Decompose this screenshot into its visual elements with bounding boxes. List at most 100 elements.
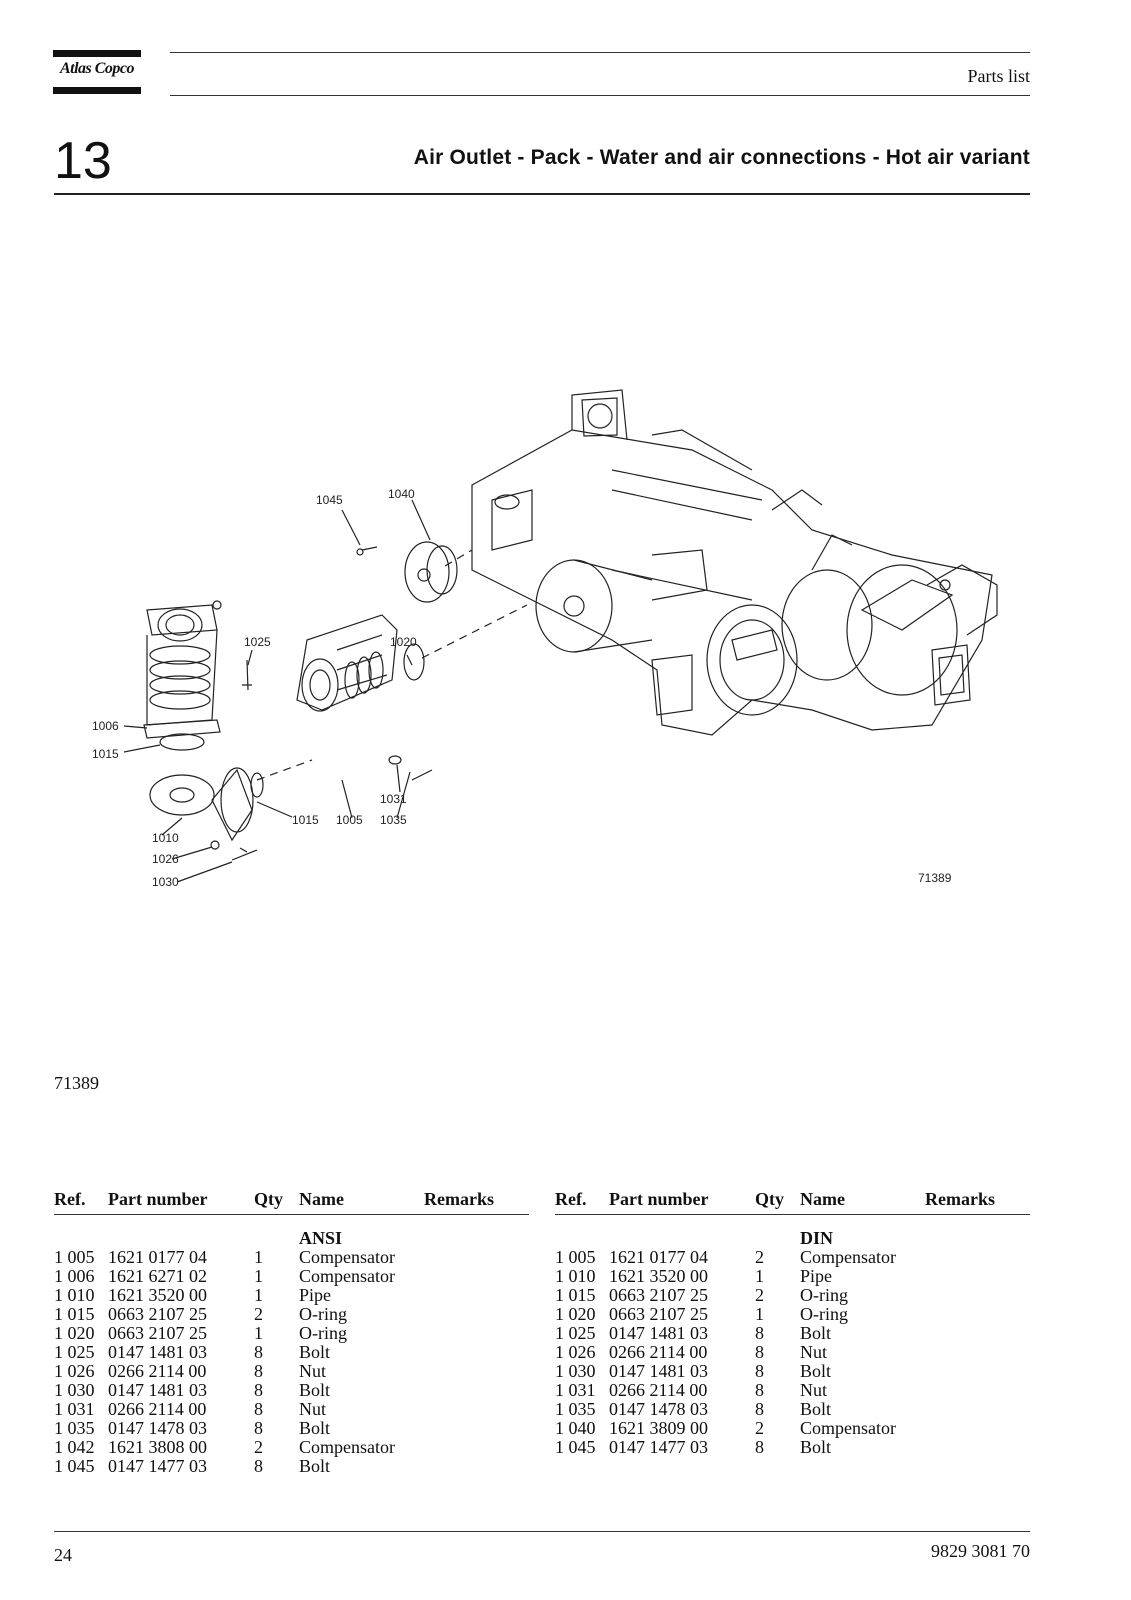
cell-ref: 1 020 [54, 1323, 95, 1343]
cell-ref: 1 030 [555, 1361, 596, 1381]
cell-ref: 1 005 [54, 1247, 95, 1267]
cell-ref: 1 045 [54, 1456, 95, 1476]
cell-name: Nut [800, 1342, 827, 1362]
cell-part-number: 0147 1477 03 [108, 1456, 207, 1476]
callout-1006: 1006 [92, 719, 119, 733]
cell-name: Bolt [299, 1342, 331, 1362]
cell-ref: 1 025 [555, 1323, 596, 1343]
cell-qty: 1 [254, 1323, 263, 1343]
logo-bar-bottom [53, 87, 141, 94]
section-title: Air Outlet - Pack - Water and air connec… [413, 146, 1030, 169]
cell-part-number: 1621 0177 04 [108, 1247, 207, 1267]
cell-name: Bolt [800, 1437, 832, 1457]
col-header-remarks: Remarks [424, 1189, 494, 1209]
cell-part-number: 0266 2114 00 [609, 1342, 708, 1362]
cell-qty: 1 [755, 1266, 764, 1286]
table-row: 1 015 0663 2107 25 2 O-ring [555, 1286, 1030, 1305]
cell-part-number: 0147 1481 03 [609, 1361, 708, 1381]
callout-1020: 1020 [390, 635, 417, 649]
cell-qty: 2 [755, 1285, 764, 1305]
cell-name: O-ring [299, 1304, 347, 1324]
cell-name: Pipe [299, 1285, 332, 1305]
cell-name: O-ring [800, 1304, 848, 1324]
cell-part-number: 0147 1481 03 [108, 1380, 207, 1400]
cell-ref: 1 005 [555, 1247, 596, 1267]
table-header-rule [54, 1214, 529, 1215]
cell-name: Bolt [800, 1323, 832, 1343]
drawing-number: 71389 [918, 871, 952, 885]
cell-name: O-ring [800, 1285, 848, 1305]
figure-caption: 71389 [54, 1073, 99, 1093]
cell-name: Nut [800, 1380, 827, 1400]
cell-name: Compensator [800, 1418, 896, 1438]
col-header-part-number: Part number [108, 1189, 208, 1209]
cell-name: Bolt [299, 1418, 331, 1438]
cell-ref: 1 035 [555, 1399, 596, 1419]
cell-part-number: 0147 1481 03 [108, 1342, 207, 1362]
cell-part-number: 1621 3520 00 [609, 1266, 708, 1286]
cell-ref: 1 010 [555, 1266, 596, 1286]
cell-part-number: 1621 6271 02 [108, 1266, 207, 1286]
cell-part-number: 0147 1478 03 [108, 1418, 207, 1438]
col-header-qty: Qty [254, 1189, 283, 1209]
cell-qty: 8 [254, 1342, 263, 1362]
cell-qty: 2 [254, 1437, 263, 1457]
cell-part-number: 0147 1478 03 [609, 1399, 708, 1419]
col-header-qty: Qty [755, 1189, 784, 1209]
cell-part-number: 0663 2107 25 [108, 1323, 207, 1343]
standard-label: ANSI [299, 1228, 343, 1248]
cell-ref: 1 015 [555, 1285, 596, 1305]
cell-name: Nut [299, 1361, 326, 1381]
cell-part-number: 1621 3808 00 [108, 1437, 207, 1457]
cell-qty: 8 [755, 1380, 764, 1400]
page-number: 24 [54, 1545, 72, 1565]
cell-part-number: 0663 2107 25 [609, 1304, 708, 1324]
cell-qty: 2 [254, 1304, 263, 1324]
callout-1015-center: 1015 [292, 813, 319, 827]
col-header-ref: Ref. [54, 1189, 86, 1209]
cell-ref: 1 015 [54, 1304, 95, 1324]
cell-name: Bolt [299, 1380, 331, 1400]
cell-ref: 1 030 [54, 1380, 95, 1400]
cell-name: Bolt [800, 1361, 832, 1381]
section-label: Parts list [967, 66, 1030, 86]
cell-part-number: 1621 3809 00 [609, 1418, 708, 1438]
cell-qty: 8 [254, 1418, 263, 1438]
callout-1040: 1040 [388, 487, 415, 501]
cell-part-number: 1621 0177 04 [609, 1247, 708, 1267]
cell-name: Compensator [299, 1437, 395, 1457]
cell-ref: 1 035 [54, 1418, 95, 1438]
logo-bar-top [53, 50, 141, 57]
cell-qty: 8 [755, 1399, 764, 1419]
standard-label: DIN [800, 1228, 834, 1248]
cell-name: Bolt [299, 1456, 331, 1476]
cell-ref: 1 006 [54, 1266, 95, 1286]
cell-name: Nut [299, 1399, 326, 1419]
cell-part-number: 0663 2107 25 [609, 1285, 708, 1305]
cell-name: Compensator [800, 1247, 896, 1267]
cell-qty: 1 [254, 1247, 263, 1267]
cell-ref: 1 031 [54, 1399, 95, 1419]
cell-ref: 1 020 [555, 1304, 596, 1324]
document-number: 9829 3081 70 [931, 1541, 1030, 1561]
logo-text: Atlas Copco [59, 60, 135, 77]
cell-qty: 8 [254, 1399, 263, 1419]
col-header-remarks: Remarks [925, 1189, 995, 1209]
section-number: 13 [54, 132, 112, 190]
header-rule-bottom [170, 95, 1030, 96]
callout-1030: 1030 [152, 875, 179, 889]
